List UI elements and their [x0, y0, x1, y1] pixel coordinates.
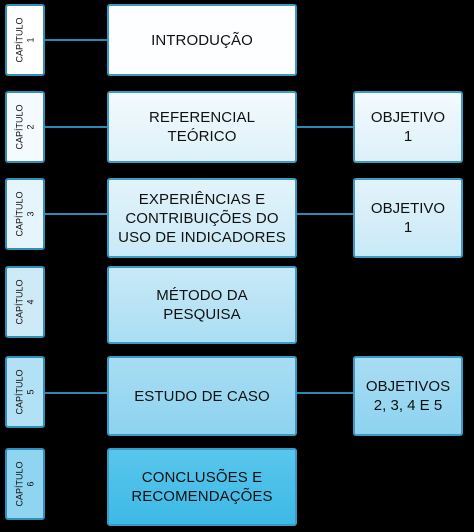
chapter-6-box: CAPÍTULO 6: [5, 448, 45, 520]
chapter-6-label: CAPÍTULO 6: [14, 461, 36, 507]
chapter-1-label: CAPÍTULO 1: [14, 17, 36, 63]
connector-5-main-objective: [297, 392, 353, 394]
row-2-objective-box: OBJETIVO 1: [353, 91, 463, 163]
chapter-2-box: CAPÍTULO 2: [5, 91, 45, 163]
chapter-5-box: CAPÍTULO 5: [5, 356, 45, 428]
row-5-main-label: ESTUDO DE CASO: [134, 387, 270, 405]
row-2-objective-label: OBJETIVO 1: [370, 109, 446, 145]
connector-1-chapter-main: [45, 39, 107, 41]
row-1-main-label: INTRODUÇÃO: [151, 31, 253, 49]
chapter-3-label: CAPÍTULO 3: [14, 191, 36, 237]
chapter-4-label: CAPÍTULO 4: [14, 279, 36, 325]
row-2-main-label: REFERENCIAL TEÓRICO: [148, 109, 256, 145]
row-6-main-label: CONCLUSÕES E RECOMENDAÇÕES: [131, 469, 273, 505]
row-4-main-label: MÉTODO DA PESQUISA: [156, 287, 248, 323]
chapter-4-box: CAPÍTULO 4: [5, 266, 45, 338]
row-3-objective-box: OBJETIVO 1: [353, 178, 463, 258]
chapter-2-label: CAPÍTULO 2: [14, 104, 36, 150]
row-4-main-box: MÉTODO DA PESQUISA: [107, 266, 297, 344]
row-3-main-box: EXPERIÊNCIAS E CONTRIBUIÇÕES DO USO DE I…: [107, 178, 297, 258]
row-6-main-box: CONCLUSÕES E RECOMENDAÇÕES: [107, 448, 297, 526]
row-5-objective-box: OBJETIVOS 2, 3, 4 E 5: [353, 356, 463, 436]
row-1-main-box: INTRODUÇÃO: [107, 4, 297, 76]
connector-3-chapter-main: [45, 213, 107, 215]
chapter-1-box: CAPÍTULO 1: [5, 4, 45, 76]
chapter-3-box: CAPÍTULO 3: [5, 178, 45, 250]
row-5-main-box: ESTUDO DE CASO: [107, 356, 297, 436]
connector-2-chapter-main: [45, 126, 107, 128]
connector-2-main-objective: [297, 126, 353, 128]
connector-3-main-objective: [297, 213, 353, 215]
row-3-main-label: EXPERIÊNCIAS E CONTRIBUIÇÕES DO USO DE I…: [118, 190, 286, 246]
row-3-objective-label: OBJETIVO 1: [370, 200, 446, 236]
row-5-objective-label: OBJETIVOS 2, 3, 4 E 5: [365, 378, 451, 414]
connector-5-chapter-main: [45, 392, 107, 394]
row-2-main-box: REFERENCIAL TEÓRICO: [107, 91, 297, 163]
chapter-5-label: CAPÍTULO 5: [14, 369, 36, 415]
